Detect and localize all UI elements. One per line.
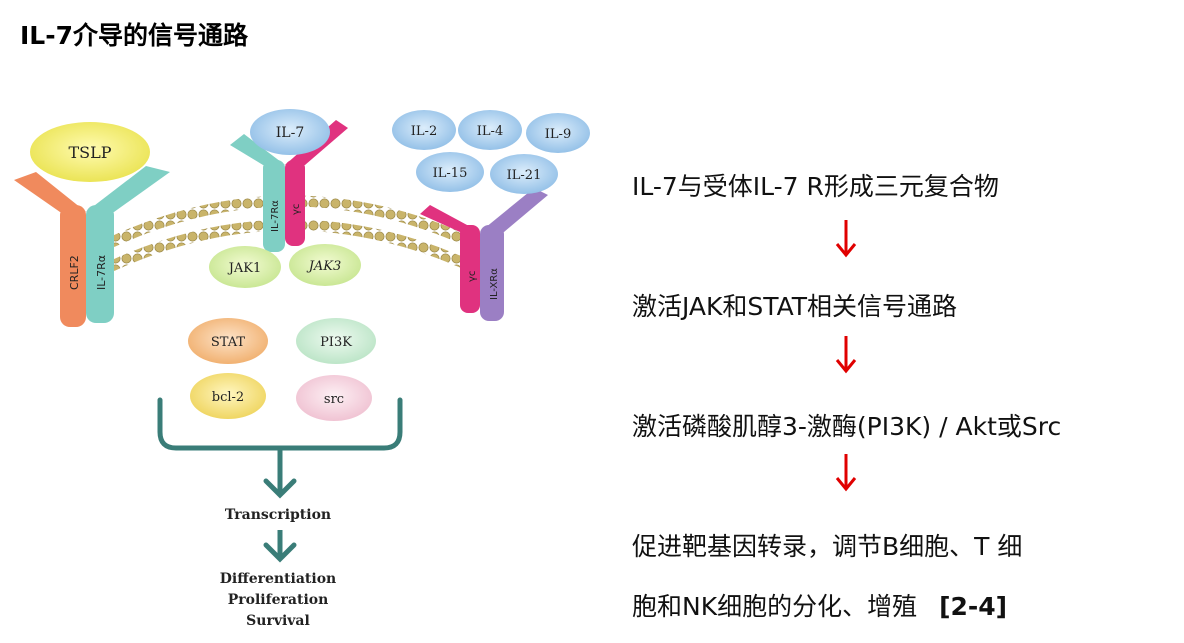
il9-node — [526, 113, 590, 153]
il7-label: IL-7 — [276, 125, 304, 141]
flow-step-4-line-1: 促进靶基因转录，调节B细胞、T 细 — [632, 532, 1023, 561]
flow-step-1: IL-7与受体IL-7 R形成三元复合物 — [632, 172, 999, 201]
red-down-arrow-1 — [835, 220, 857, 258]
differentiation-label: Differentiation — [220, 571, 336, 587]
il21-label: IL-21 — [507, 168, 542, 183]
il7ra-mid-receptor: IL-7Rα — [230, 134, 285, 252]
red-down-arrow-2 — [835, 336, 857, 374]
ilxra-label: IL-XRα — [489, 268, 500, 300]
il2-node — [392, 110, 456, 150]
down-arrow-1 — [263, 448, 297, 499]
flow-step-4-line-2: 胞和NK细胞的分化、增殖 [2-4] — [632, 587, 1007, 623]
il15-node — [416, 152, 484, 192]
gc-right-label: γc — [467, 271, 478, 282]
il9-label: IL-9 — [545, 127, 571, 142]
proliferation-label: Proliferation — [228, 592, 329, 608]
jak3-node — [289, 244, 361, 286]
jak1-node — [209, 246, 281, 288]
tslp-node — [30, 122, 150, 182]
bcl2-node — [190, 373, 266, 419]
il15-label: IL-15 — [433, 166, 468, 181]
il4-label: IL-4 — [477, 124, 503, 139]
src-label: src — [324, 392, 344, 407]
flow-step-2: 激活JAK和STAT相关信号通路 — [632, 292, 958, 321]
gc-right-receptor: γc — [420, 205, 480, 313]
il7ra-mid-label: IL-7Rα — [270, 200, 281, 232]
gc-mid-label: γc — [291, 204, 302, 215]
transcription-label: Transcription — [225, 507, 331, 523]
crlf2-label: CRLF2 — [68, 255, 81, 290]
page-title: IL-7介导的信号通路 — [20, 21, 249, 50]
il2-label: IL-2 — [411, 124, 437, 139]
reference-citation: [2-4] — [939, 592, 1008, 621]
ilxra-receptor: IL-XRα — [480, 188, 548, 321]
il7ra-left-label: IL-7Rα — [95, 255, 108, 290]
il21-node — [490, 154, 558, 194]
bcl2-label: bcl-2 — [212, 390, 244, 405]
src-node — [296, 375, 372, 421]
pi3k-node — [296, 318, 376, 364]
il7-node — [250, 109, 330, 155]
il4-node — [458, 110, 522, 150]
flow-step-3: 激活磷酸肌醇3-激酶(PI3K) / Akt或Src — [632, 412, 1062, 441]
crlf2-receptor: CRLF2 — [14, 172, 86, 327]
il7ra-left-receptor: IL-7Rα — [86, 166, 170, 323]
red-down-arrow-3 — [835, 454, 857, 492]
down-arrow-2 — [263, 530, 297, 563]
signaling-diagram: CRLF2 IL-7Rα TSLP IL-7Rα γc IL-7 γc IL-X… — [14, 109, 590, 629]
jak1-label: JAK1 — [227, 261, 262, 276]
pi3k-label: PI3K — [320, 335, 352, 350]
jak3-label: JAK3 — [306, 259, 342, 274]
flow-step-4-text: 胞和NK细胞的分化、增殖 — [632, 592, 918, 621]
tslp-label: TSLP — [68, 143, 111, 162]
stat-node — [188, 318, 268, 364]
stat-label: STAT — [211, 335, 246, 350]
survival-label: Survival — [246, 613, 310, 629]
